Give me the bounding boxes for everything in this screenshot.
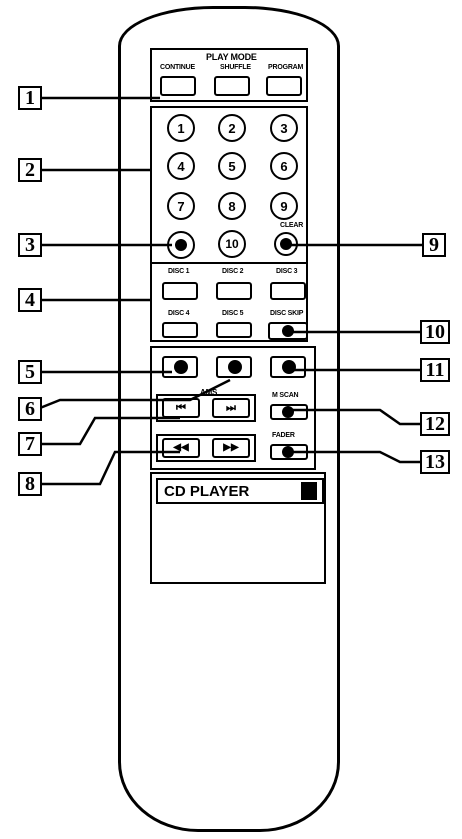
- disc-1-button[interactable]: [162, 282, 198, 300]
- continue-label: CONTINUE: [160, 64, 195, 71]
- callout-2: 2: [18, 158, 42, 182]
- disc-4-label: DISC 4: [168, 310, 190, 317]
- number-key-1[interactable]: 1: [167, 114, 195, 142]
- callout-1: 1: [18, 86, 42, 110]
- continue-button[interactable]: [160, 76, 196, 96]
- disc-4-button[interactable]: [162, 322, 198, 338]
- search-group: [156, 434, 256, 462]
- number-key-5[interactable]: 5: [218, 152, 246, 180]
- disc-2-label: DISC 2: [222, 268, 244, 275]
- callout-7: 7: [18, 432, 42, 456]
- callout-8: 8: [18, 472, 42, 496]
- number-key-2[interactable]: 2: [218, 114, 246, 142]
- ffwd-icon: ▶▶: [223, 442, 239, 453]
- display-window: CD PLAYER: [156, 478, 324, 504]
- pause-button[interactable]: [216, 356, 252, 378]
- callout-5: 5: [18, 360, 42, 384]
- disc-5-button[interactable]: [216, 322, 252, 338]
- ams-prev-icon: ⏮: [176, 402, 186, 414]
- number-key-10[interactable]: 10: [218, 230, 246, 258]
- callout-3: 3: [18, 233, 42, 257]
- program-button[interactable]: [266, 76, 302, 96]
- callout-12: 12: [420, 412, 450, 436]
- callout-6: 6: [18, 397, 42, 421]
- fader-label: FADER: [272, 432, 295, 439]
- callout-4: 4: [18, 288, 42, 312]
- play-dot-icon: [174, 360, 188, 374]
- disc-3-button[interactable]: [270, 282, 306, 300]
- play-mode-panel: [150, 48, 308, 102]
- circle-dot-icon: [175, 239, 187, 251]
- clear-label: CLEAR: [280, 222, 304, 229]
- pause-dot-icon: [228, 360, 242, 374]
- number-key-9[interactable]: 9: [270, 192, 298, 220]
- ams-next-button[interactable]: ⏭: [212, 398, 250, 418]
- disc-2-button[interactable]: [216, 282, 252, 300]
- disc-skip-dot-icon: [282, 325, 294, 337]
- shuffle-button[interactable]: [214, 76, 250, 96]
- program-label: PROGRAM: [268, 64, 304, 71]
- display-label: CD PLAYER: [164, 483, 250, 500]
- ams-label: AMS: [200, 388, 218, 397]
- number-key-8[interactable]: 8: [218, 192, 246, 220]
- shuffle-label: SHUFFLE: [220, 64, 251, 71]
- display-indicator: [301, 482, 317, 500]
- disc-5-label: DISC 5: [222, 310, 244, 317]
- lower-panel: [150, 472, 326, 584]
- disc-skip-label: DISC SKIP: [270, 310, 304, 317]
- transport-panel: [150, 346, 316, 470]
- ams-next-icon: ⏭: [226, 402, 236, 414]
- ffwd-button[interactable]: ▶▶: [212, 438, 250, 458]
- callout-11: 11: [420, 358, 450, 382]
- callout-13: 13: [420, 450, 450, 474]
- number-key-3[interactable]: 3: [270, 114, 298, 142]
- disc-3-label: DISC 3: [276, 268, 298, 275]
- callout-9: 9: [422, 233, 446, 257]
- number-key-4[interactable]: 4: [167, 152, 195, 180]
- clear-dot-icon: [280, 238, 292, 250]
- number-key-7[interactable]: 7: [167, 192, 195, 220]
- callout-10: 10: [420, 320, 450, 344]
- number-key-6[interactable]: 6: [270, 152, 298, 180]
- rewind-icon: ◀◀: [173, 442, 189, 453]
- play-mode-title: PLAY MODE: [206, 52, 257, 62]
- mscan-label: M SCAN: [272, 392, 299, 399]
- disc-skip-button[interactable]: [268, 322, 308, 340]
- disc-1-label: DISC 1: [168, 268, 190, 275]
- ams-group: [156, 394, 256, 422]
- disc-panel: [150, 262, 308, 342]
